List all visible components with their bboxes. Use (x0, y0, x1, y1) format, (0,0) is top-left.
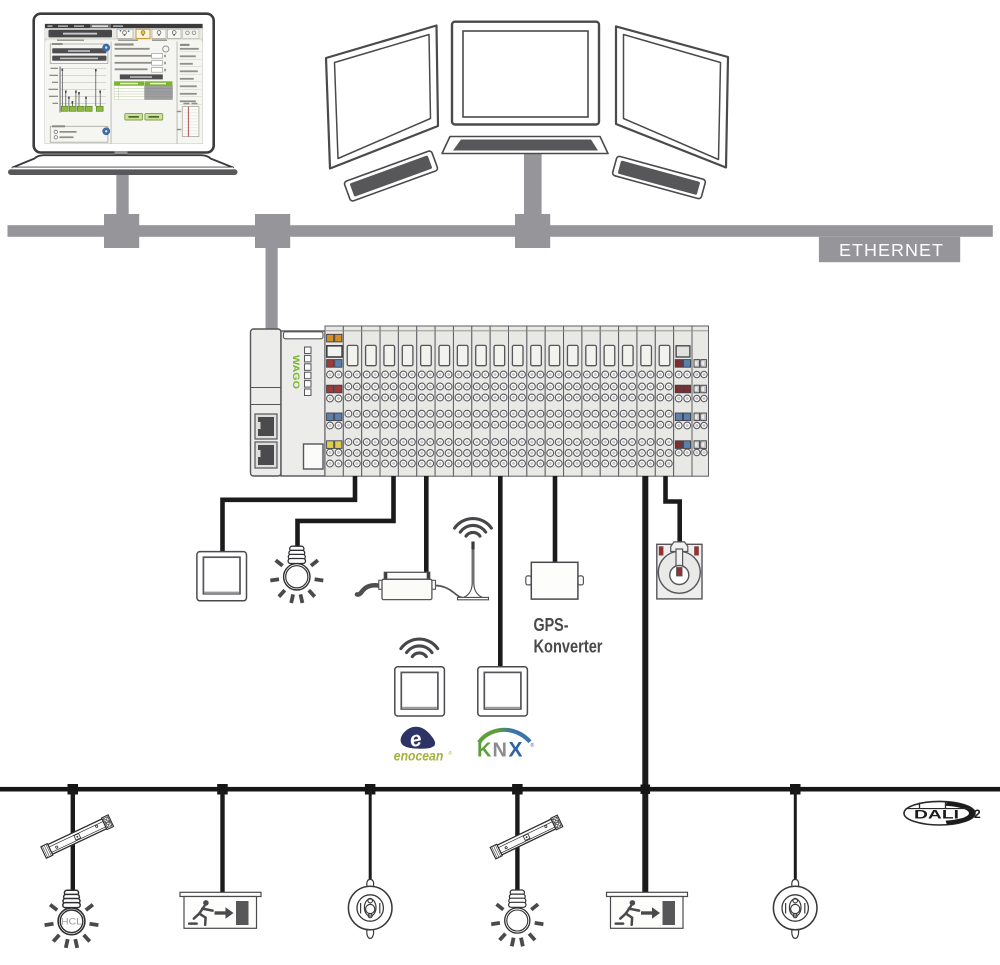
svg-text:GPS-: GPS- (534, 615, 569, 635)
svg-text:N: N (493, 740, 507, 762)
svg-text:HCL: HCL (61, 917, 82, 927)
svg-text:DALI: DALI (914, 809, 959, 821)
svg-text:2: 2 (974, 807, 981, 821)
svg-text:Konverter: Konverter (534, 636, 603, 656)
svg-text:X: X (509, 739, 523, 762)
svg-text:K: K (477, 740, 492, 762)
svg-text:enocean: enocean (394, 749, 444, 764)
svg-text:e: e (408, 727, 425, 752)
svg-text:WAGO: WAGO (290, 355, 301, 389)
svg-text:ETHERNET: ETHERNET (839, 240, 944, 260)
svg-text:®: ® (531, 742, 535, 749)
svg-text:®: ® (449, 750, 453, 757)
